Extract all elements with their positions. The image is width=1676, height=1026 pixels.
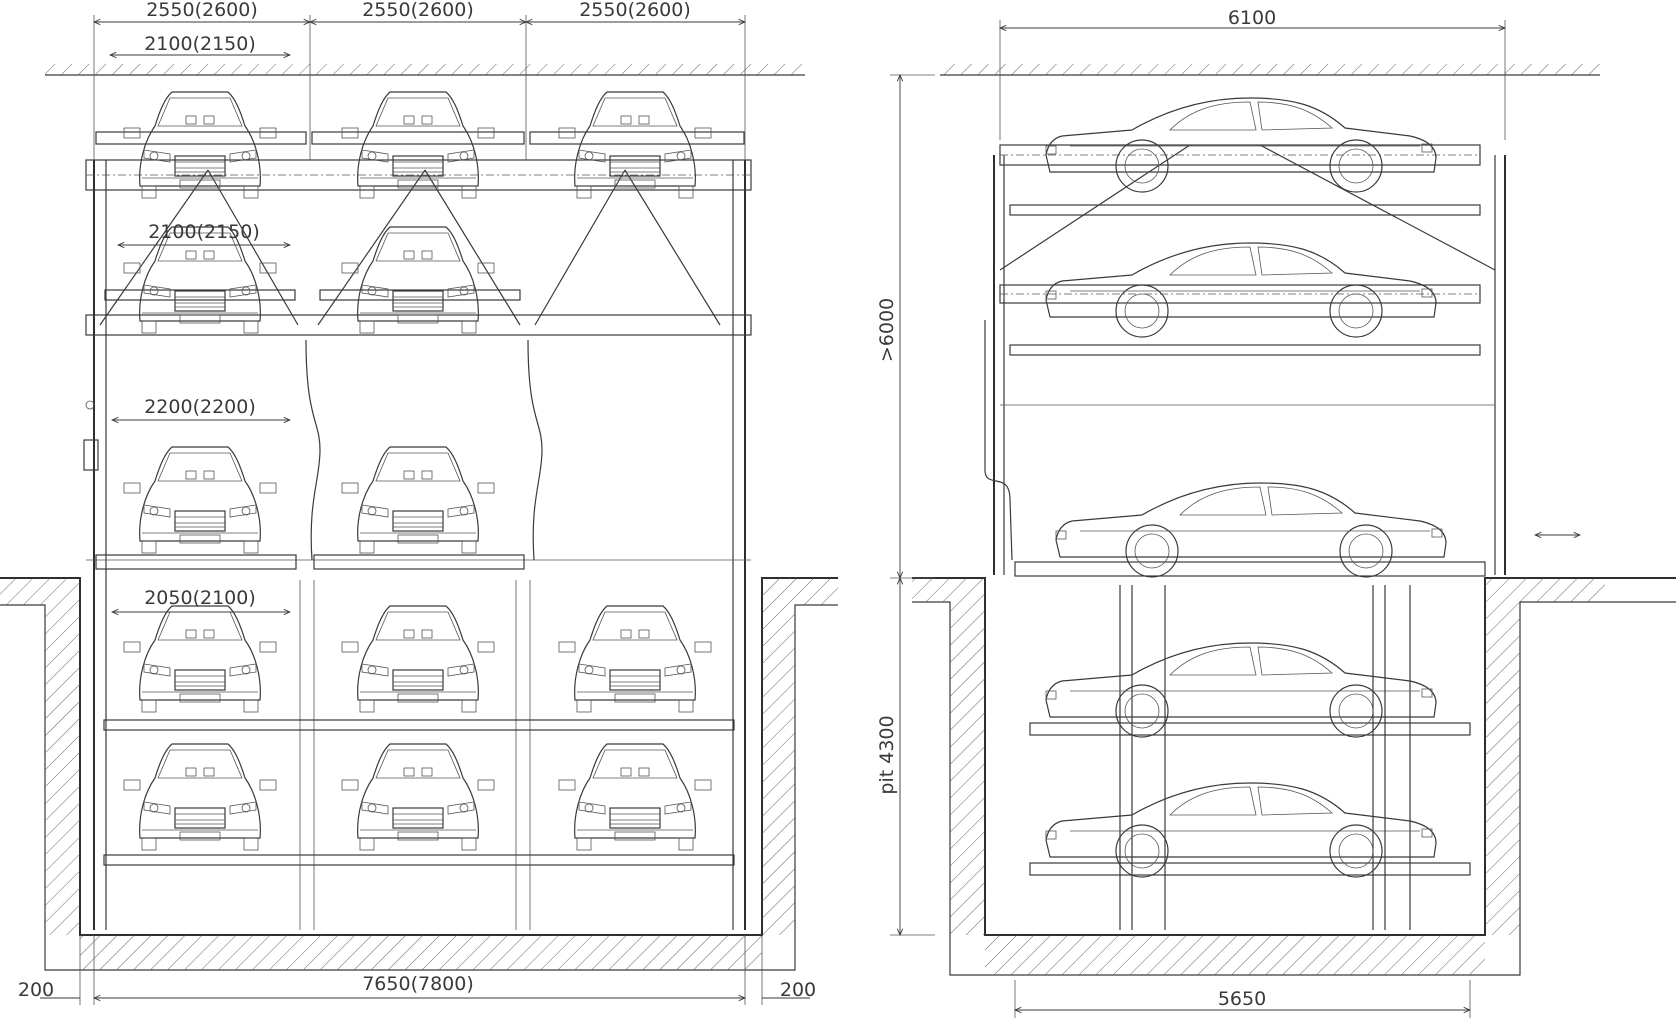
car-pit-upper-1 [123,605,277,713]
dim-ground: 2200(2200) [144,396,256,418]
side-dimensions [890,20,1505,1018]
car-pit-lower-2 [341,743,495,851]
dim-right-margin: 200 [780,979,816,1001]
car-mid-2 [341,226,495,334]
dim-total: 7650(7800) [362,973,474,995]
car-pit-lower-1 [123,743,277,851]
dim-pit-width: 2050(2100) [144,587,256,609]
side-car-ground [1055,482,1447,578]
dim-inner-top: 2100(2150) [144,33,256,55]
front-view [0,15,838,1005]
dim-top-3: 2550(2600) [579,0,691,21]
car-pit-upper-3 [558,605,712,713]
car-ground-2 [341,446,495,554]
car-ground-1 [123,446,277,554]
car-pit-upper-2 [341,605,495,713]
side-car-mid [1045,242,1437,338]
dim-side-bottom: 5650 [1218,988,1266,1010]
dim-left-margin: 200 [18,979,54,1001]
dim-side-height: >6000 [876,298,898,362]
car-pit-lower-3 [558,743,712,851]
dim-inner-mid: 2100(2150) [148,221,260,243]
dim-top-1: 2550(2600) [146,0,258,21]
dim-side-pit: pit 4300 [876,715,898,794]
dim-side-top: 6100 [1228,7,1276,29]
car-top-2 [341,91,495,199]
side-view [890,20,1676,1018]
dim-top-2: 2550(2600) [362,0,474,21]
front-columns [93,160,746,930]
front-dimensions [40,15,810,1005]
front-cars [123,91,712,851]
car-top-3 [558,91,712,199]
